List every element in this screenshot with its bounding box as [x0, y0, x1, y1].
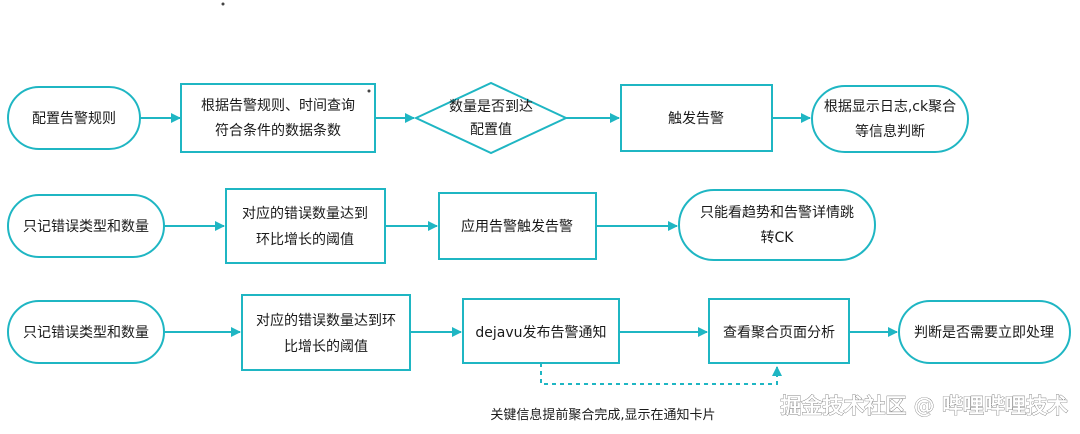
row2-threshold-node — [225, 188, 386, 264]
row1-trigger-node — [620, 84, 773, 152]
row1-end-label-line2: 等信息判断 — [855, 123, 925, 140]
row3-threshold-label-line2: 比增长的阈值 — [284, 339, 368, 355]
row3-notify-label: dejavu发布告警通知 — [475, 324, 606, 341]
row1-decision-node — [413, 81, 569, 155]
row1-end-label-line1: 根据显示日志,ck聚合 — [824, 99, 956, 115]
row1-decision-label-line2: 配置值 — [470, 122, 512, 138]
row3-threshold-label-line1: 对应的错误数量达到环 — [256, 312, 396, 329]
row2-trigger-label: 应用告警触发告警 — [461, 218, 573, 235]
row3-end-node — [898, 300, 1071, 364]
row1-query-label-line2: 符合条件的数据条数 — [215, 122, 341, 139]
row1-query-label-line1: 根据告警规则、时间查询 — [201, 98, 355, 114]
row3-threshold-node — [241, 294, 411, 371]
row3-analyze-node — [708, 298, 850, 364]
row3-end-label: 判断是否需要立即处理 — [914, 325, 1054, 341]
row1-trigger-label: 触发告警 — [668, 111, 724, 127]
row2-start-label: 只记错误类型和数量 — [23, 219, 149, 235]
row2-end-label-line1: 只能看趋势和告警详情跳 — [700, 205, 854, 221]
row3-dashed-note: 关键信息提前聚合完成,显示在通知卡片 — [490, 407, 715, 423]
stray-dot — [221, 2, 225, 6]
row1-end-node — [811, 85, 969, 153]
row2-threshold-label-line2: 环比增长的阈值 — [256, 232, 354, 248]
row3-start-label: 只记错误类型和数量 — [23, 325, 149, 341]
row1-start-label: 配置告警规则 — [32, 111, 116, 127]
row2-threshold-label-line1: 对应的错误数量达到 — [242, 205, 368, 222]
row2-end-label-line2: 转CK — [761, 230, 795, 246]
row1-query-node — [180, 83, 376, 153]
watermark-text: 掘金技术社区 @ 哔哩哔哩技术 — [780, 394, 1068, 418]
row1-decision-label-line1: 数量是否到达 — [449, 99, 533, 115]
row3-analyze-label: 查看聚合页面分析 — [723, 325, 835, 341]
row1-query-dot — [367, 89, 371, 93]
row3-dashed-connector — [540, 363, 782, 385]
row2-end-node — [678, 189, 876, 261]
row2-trigger-node — [438, 192, 597, 260]
